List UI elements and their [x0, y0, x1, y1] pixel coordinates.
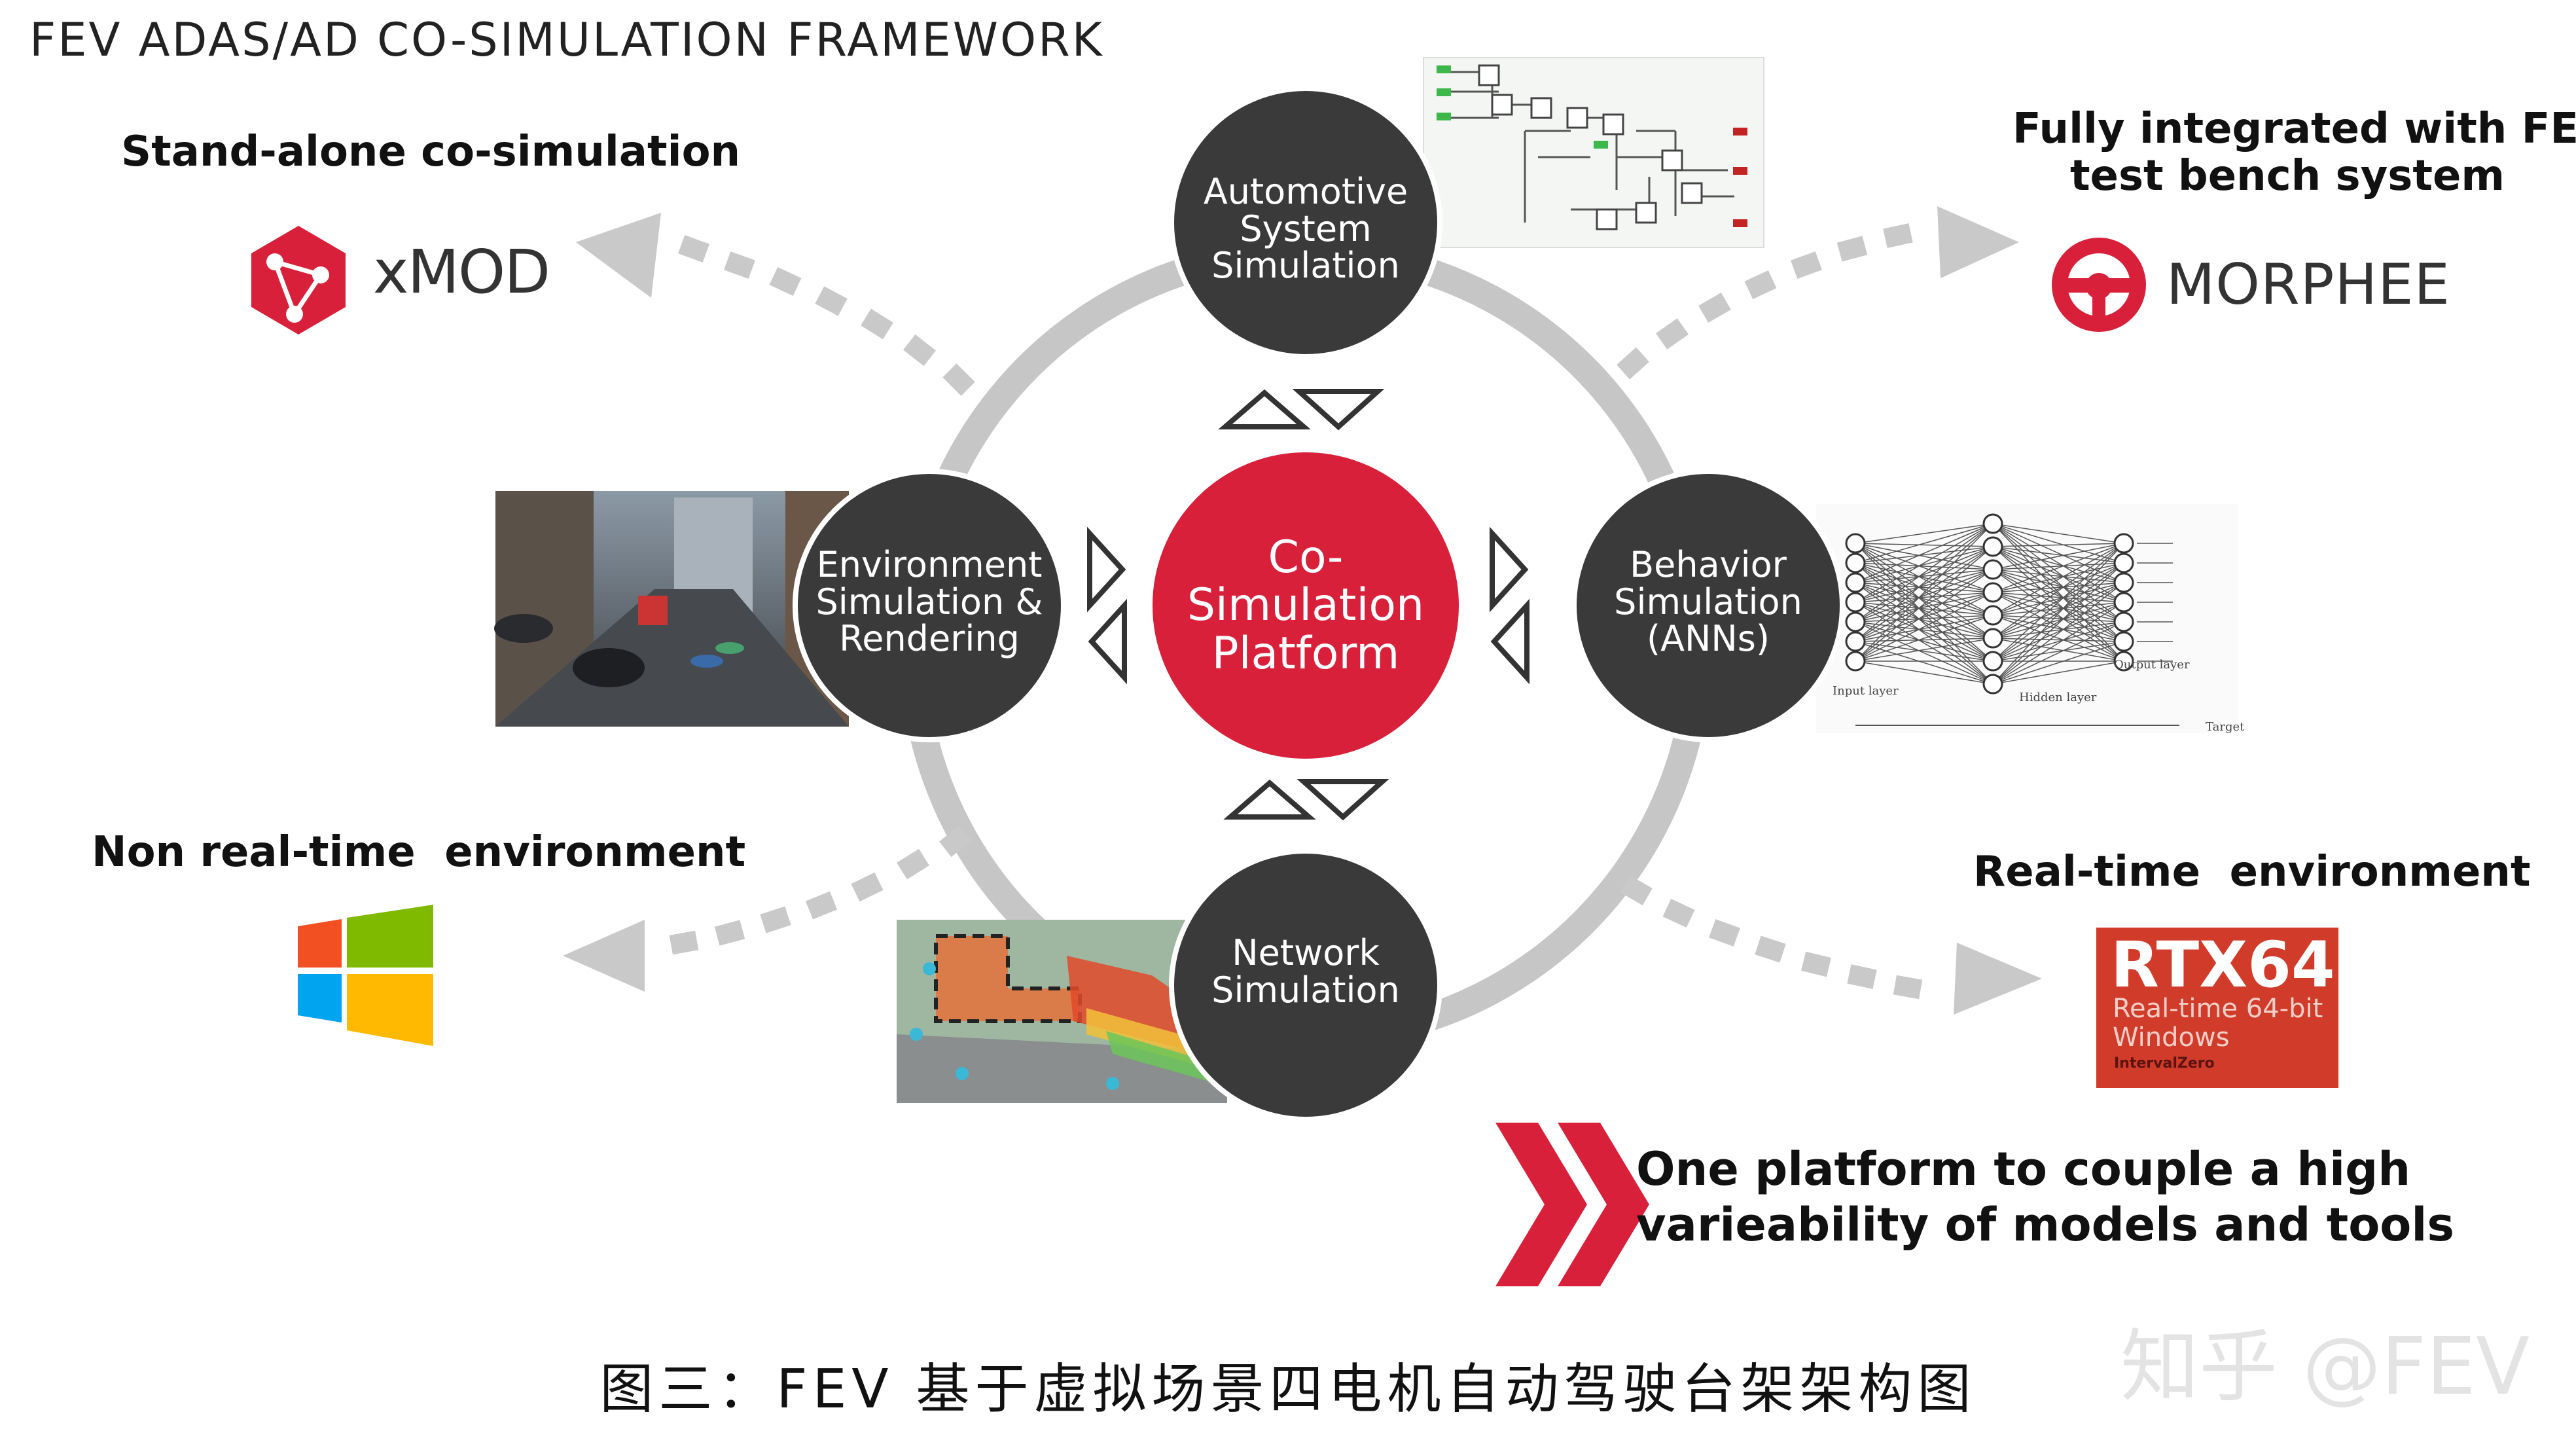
- ann-neuron: [1845, 631, 1866, 652]
- ann-neuron: [2113, 651, 2134, 672]
- direction-triangles: [1087, 389, 1530, 821]
- ann-neuron: [1982, 536, 2003, 557]
- rtx64-subtitle-1: Real-time 64-bit: [2113, 994, 2323, 1024]
- ann-neuron: [2113, 631, 2134, 652]
- ann-input-layer-label: Input layer: [1833, 684, 1899, 698]
- integrated-heading-line1: Fully integrated with FEV: [2012, 105, 2576, 153]
- integrated-heading-line2: test bench system: [2069, 152, 2505, 200]
- block-diagram-image: [1423, 57, 1764, 248]
- rtx64-subtitle-2: Windows: [2113, 1023, 2230, 1053]
- dashed-arrow-top-right: [1617, 206, 2019, 380]
- node-behavior-label: Behavior Simulation (ANNs): [1614, 544, 1802, 660]
- node-network-circle: [1169, 848, 1442, 1122]
- ann-neuron: [1982, 674, 2003, 695]
- ann-neuron: [1982, 513, 2003, 534]
- neural-network-image: [1816, 504, 2238, 733]
- ann-target-label: Target: [2206, 720, 2245, 734]
- ann-neuron: [1982, 559, 2003, 580]
- tagline-line1: One platform to couple a high: [1636, 1142, 2411, 1196]
- street-rendering-image: [494, 491, 849, 727]
- ann-neuron: [2113, 572, 2134, 593]
- ann-neuron: [1845, 572, 1866, 593]
- ann-neuron: [1982, 582, 2003, 603]
- ann-neuron: [1845, 592, 1866, 613]
- ann-neuron: [1982, 605, 2003, 626]
- non-realtime-heading: Non real-time environment: [92, 828, 746, 877]
- ann-neuron: [1982, 651, 2003, 672]
- xmod-logo-text: xMOD: [373, 237, 550, 307]
- tagline-line2: varieability of models and tools: [1636, 1198, 2455, 1252]
- node-automotive-circle: [1169, 86, 1442, 359]
- ann-neuron: [2113, 533, 2134, 554]
- windows-logo-icon: [298, 905, 433, 1046]
- ann-output-layer-label: Output layer: [2114, 658, 2190, 672]
- ann-neuron: [1845, 651, 1866, 672]
- red-chevrons: [1495, 1123, 1649, 1286]
- dashed-arrow-top-left: [576, 213, 975, 396]
- framework-title: FEV ADAS/AD CO-SIMULATION FRAMEWORK: [29, 13, 1104, 67]
- watermark: 知乎 @FEV: [2120, 1322, 2530, 1413]
- ann-neuron: [2113, 552, 2134, 573]
- dashed-arrow-bottom-left: [563, 825, 972, 992]
- dashed-arrow-bottom-right: [1620, 875, 2042, 1015]
- figure-caption: 图三：FEV 基于虚拟场景四电机自动驾驶台架架构图: [599, 1358, 1977, 1421]
- rtx64-brand: IntervalZero: [2114, 1055, 2215, 1072]
- node-environment-circle: [793, 469, 1066, 742]
- node-center-circle: [1147, 447, 1464, 764]
- realtime-heading: Real-time environment: [1973, 848, 2531, 896]
- morphee-logo-text: MORPHEE: [2166, 252, 2450, 317]
- node-automotive-label: Automotive System Simulation: [1203, 171, 1408, 287]
- ann-neuron: [1845, 533, 1866, 554]
- ann-neuron: [2113, 592, 2134, 613]
- ann-neuron: [1845, 611, 1866, 632]
- rtx64-logo-box: [2096, 928, 2338, 1088]
- ann-neuron: [2113, 611, 2134, 632]
- rtx64-title: RTX64: [2111, 928, 2335, 1002]
- ann-hidden-layer-label: Hidden layer: [2019, 691, 2097, 704]
- standalone-heading: Stand-alone co-simulation: [121, 128, 741, 176]
- ann-neuron: [1982, 628, 2003, 649]
- node-behavior-circle: [1571, 469, 1845, 742]
- node-center-label: Co- Simulation Platform: [1187, 532, 1425, 679]
- node-environment-label: Environment Simulation & Rendering: [815, 544, 1043, 660]
- ann-neuron: [1845, 552, 1866, 573]
- node-network-label: Network Simulation: [1211, 932, 1400, 1011]
- morphee-steering-icon: [2052, 238, 2146, 332]
- xmod-icon: [251, 226, 346, 335]
